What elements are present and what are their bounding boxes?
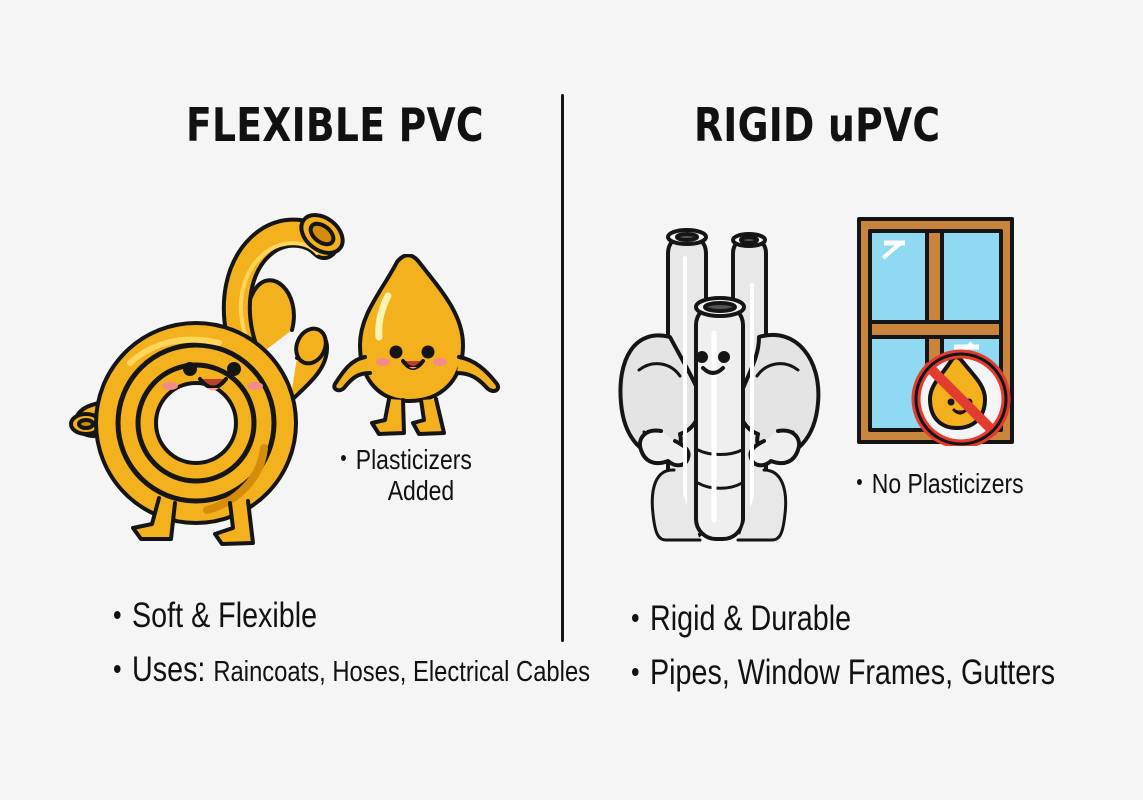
added-label: Added bbox=[387, 475, 455, 507]
no-plasticizers-label: No Plasticizers bbox=[871, 468, 1024, 499]
bullet-dot bbox=[114, 610, 121, 619]
rigid-uses-item: Pipes, Window Frames, Gutters bbox=[632, 654, 1055, 692]
rigid-durable-label: Rigid & Durable bbox=[650, 599, 852, 638]
flexible-property-item: Soft & Flexible bbox=[114, 597, 317, 635]
flexible-uses-item: Uses: Raincoats, Hoses, Electrical Cable… bbox=[114, 651, 590, 689]
soft-flexible-label: Soft & Flexible bbox=[132, 596, 318, 635]
rigid-upvc-title: RIGID uPVC bbox=[694, 98, 941, 152]
bullet-dot bbox=[341, 454, 346, 461]
bullet-dot bbox=[114, 664, 121, 673]
plasticizers-label: Plasticizers bbox=[355, 444, 472, 475]
plasticizers-added-note: Plasticizers Added bbox=[341, 444, 472, 507]
flexible-uses-text: Raincoats, Hoses, Electrical Cables bbox=[213, 656, 591, 688]
no-plasticizer-symbol-icon bbox=[911, 349, 1011, 446]
rigid-property-item: Rigid & Durable bbox=[632, 600, 851, 638]
window-frame-icon bbox=[857, 217, 1014, 446]
flexible-pvc-title: FLEXIBLE PVC bbox=[186, 98, 484, 152]
bullet-dot bbox=[632, 613, 639, 622]
smiling-hose-character-icon bbox=[69, 213, 345, 546]
uses-label: Uses: bbox=[132, 650, 206, 689]
no-plasticizers-note: No Plasticizers bbox=[857, 468, 1024, 499]
rigid-uses-text: Pipes, Window Frames, Gutters bbox=[650, 653, 1056, 692]
bullet-dot bbox=[857, 478, 862, 485]
muscular-pipe-character-icon bbox=[618, 228, 821, 542]
center-divider bbox=[561, 94, 564, 642]
plasticizer-drop-character-icon bbox=[332, 254, 500, 436]
bullet-dot bbox=[632, 667, 639, 676]
